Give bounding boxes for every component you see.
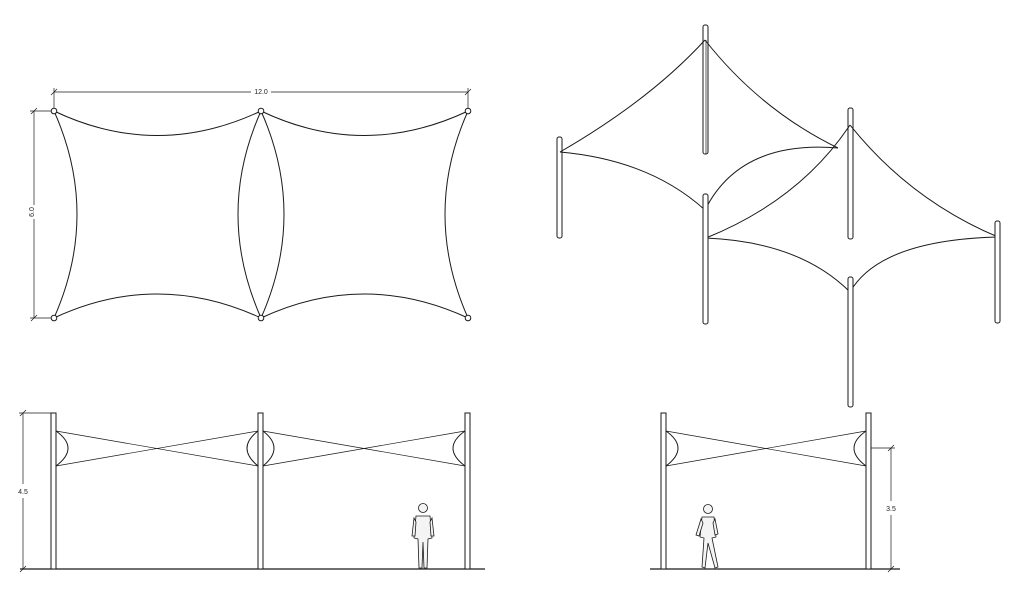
plan-mast-nodes: [50, 107, 472, 322]
long-elevation-membrane: [55, 430, 466, 467]
long-elevation-posts: [50, 412, 471, 570]
long-elevation-person: [411, 503, 435, 569]
perspective-sail-back: [559, 39, 839, 211]
long-elevation: 4.5: [16, 409, 485, 573]
plan-depth-label: 6.0: [29, 207, 36, 217]
short-elevation-membrane: [665, 430, 867, 467]
plan-view: 12.0 6.0: [27, 87, 472, 322]
perspective-sail-front: [705, 124, 999, 293]
long-height-label: 4.5: [18, 489, 28, 496]
perspective-front-posts: [702, 193, 1001, 408]
short-height-dimension: 3.5: [871, 444, 898, 573]
short-elevation-posts: [660, 412, 872, 570]
plan-depth-dimension: 6.0: [27, 107, 52, 322]
plan-membrane-right: [260, 110, 469, 319]
perspective-view: [556, 24, 1001, 408]
short-elevation-person: [695, 504, 719, 569]
plan-membrane-left: [53, 110, 262, 319]
short-height-label: 3.5: [886, 506, 896, 513]
plan-width-label: 12.0: [254, 89, 268, 96]
long-height-dimension: 4.5: [16, 409, 52, 573]
short-elevation: 3.5: [650, 412, 900, 573]
plan-width-dimension: 12.0: [50, 87, 472, 108]
perspective-back-posts: [556, 24, 854, 240]
